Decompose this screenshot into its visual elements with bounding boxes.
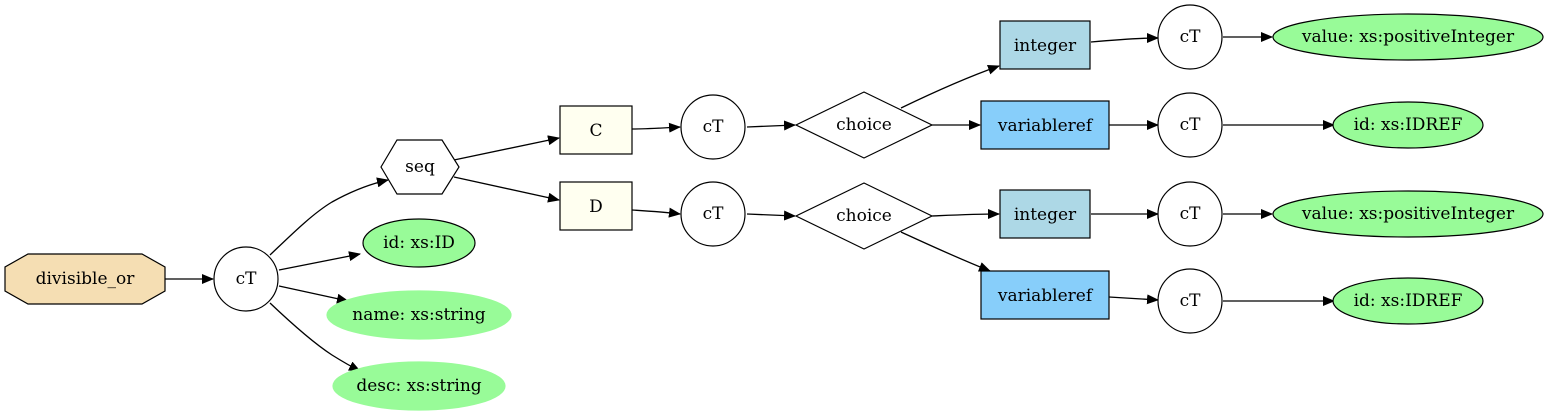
ct-c-node: cT	[680, 94, 746, 160]
edge-ct-id	[278, 251, 361, 271]
edge-seq-d	[453, 176, 560, 203]
attr-desc-label: desc: xs:string	[356, 376, 481, 396]
attr-idref-d-node: id: xs:IDREF	[1332, 277, 1484, 325]
integer-c-node: integer	[999, 20, 1091, 70]
choice-d-node: choice	[794, 182, 934, 250]
variableref-d-box	[980, 270, 1110, 320]
root-node: divisible_or	[4, 253, 166, 305]
ct-var-c-label: cT	[1180, 115, 1202, 135]
ct-int-c-label: cT	[1180, 27, 1202, 47]
attr-name-ellipse	[326, 290, 512, 340]
edge-ct-desc	[269, 302, 361, 372]
ct-var-d-circle	[1157, 268, 1223, 334]
integer-c-label: integer	[1014, 36, 1077, 56]
attr-value-c-node: value: xs:positiveInteger	[1272, 13, 1544, 61]
root-octagon	[4, 253, 166, 305]
ct-root-label: cT	[236, 269, 258, 289]
seq-hexagon	[380, 139, 460, 195]
ct-int-c-node: cT	[1157, 4, 1223, 70]
edge-choicec-int	[900, 64, 1000, 109]
attr-value-c-label: value: xs:positiveInteger	[1301, 27, 1515, 47]
attr-idref-d-ellipse	[1332, 277, 1484, 325]
ct-var-d-node: cT	[1157, 268, 1223, 334]
variableref-d-node: variableref	[980, 270, 1110, 320]
ct-root-node: cT	[213, 246, 279, 312]
ct-c-circle	[680, 94, 746, 160]
variableref-c-node: variableref	[980, 100, 1110, 150]
choice-c-diamond	[794, 91, 934, 159]
variableref-c-label: variableref	[997, 116, 1094, 136]
edge-intc-ct	[1090, 33, 1159, 44]
attr-name-label: name: xs:string	[352, 305, 486, 325]
choice-c-node: choice	[794, 91, 934, 159]
ct-d-node: cT	[680, 181, 746, 247]
seq-node: seq	[380, 139, 460, 195]
ct-int-d-circle	[1157, 181, 1223, 247]
edge-ctc-choice	[746, 120, 796, 131]
attr-idref-c-ellipse	[1332, 101, 1484, 149]
integer-d-box	[999, 189, 1091, 239]
ct-var-d-label: cT	[1180, 291, 1202, 311]
attr-id-label: id: xs:ID	[383, 233, 455, 253]
attr-desc-ellipse	[332, 361, 506, 411]
element-d-box	[559, 181, 633, 231]
element-c-box	[559, 105, 633, 155]
variableref-d-label: variableref	[997, 286, 1094, 306]
attr-value-c-ellipse	[1272, 13, 1544, 61]
attr-id-ellipse	[362, 218, 476, 268]
element-d-label: D	[589, 197, 603, 217]
edge-c-ct	[631, 122, 681, 133]
ct-int-d-label: cT	[1180, 204, 1202, 224]
edge-ctd-choice	[746, 210, 796, 221]
edge-ct-seq	[269, 177, 389, 256]
nodes: divisible_or cT seq id: xs:ID name: xs:s…	[4, 4, 1544, 411]
choice-d-label: choice	[836, 206, 892, 226]
edge-choiced-int	[931, 209, 1000, 220]
edge-vard-ct	[1108, 294, 1159, 305]
integer-c-box	[999, 20, 1091, 70]
element-d-node: D	[559, 181, 633, 231]
attr-idref-c-label: id: xs:IDREF	[1354, 115, 1463, 135]
edge-seq-c	[453, 135, 560, 161]
choice-d-diamond	[794, 182, 934, 250]
edge-d-ct	[631, 207, 681, 218]
ct-c-label: cT	[703, 117, 725, 137]
ct-int-c-circle	[1157, 4, 1223, 70]
integer-d-label: integer	[1014, 205, 1077, 225]
attr-value-d-node: value: xs:positiveInteger	[1272, 190, 1544, 238]
element-c-node: C	[559, 105, 633, 155]
attr-idref-d-label: id: xs:IDREF	[1354, 291, 1463, 311]
ct-var-c-node: cT	[1157, 92, 1223, 158]
element-c-label: C	[589, 121, 602, 141]
attr-name-node: name: xs:string	[326, 290, 512, 340]
edges	[165, 32, 1335, 372]
ct-var-c-circle	[1157, 92, 1223, 158]
ct-d-label: cT	[703, 204, 725, 224]
attr-id-node: id: xs:ID	[362, 218, 476, 268]
attr-idref-c-node: id: xs:IDREF	[1332, 101, 1484, 149]
seq-label: seq	[405, 157, 435, 177]
integer-d-node: integer	[999, 189, 1091, 239]
edge-ct-name	[278, 285, 349, 304]
ct-root-circle	[213, 246, 279, 312]
edge-choiced-var	[900, 231, 991, 272]
variableref-c-box	[980, 100, 1110, 150]
attr-desc-node: desc: xs:string	[332, 361, 506, 411]
attr-value-d-label: value: xs:positiveInteger	[1301, 204, 1515, 224]
ct-int-d-node: cT	[1157, 181, 1223, 247]
attr-value-d-ellipse	[1272, 190, 1544, 238]
root-label: divisible_or	[36, 269, 136, 289]
ct-d-circle	[680, 181, 746, 247]
choice-c-label: choice	[836, 115, 892, 135]
